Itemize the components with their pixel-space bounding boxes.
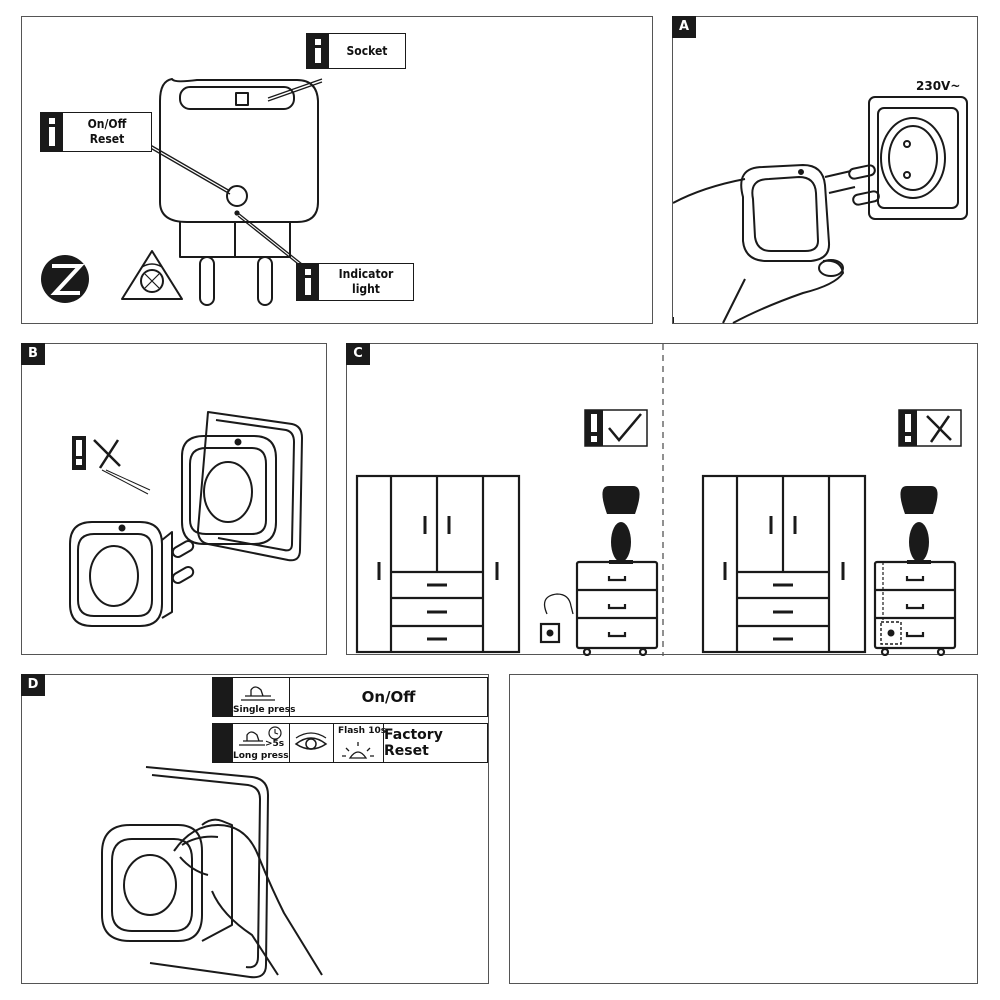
panel-d: D Single press On/Off >5s Long press Fla… bbox=[21, 674, 489, 984]
flash-cell: Flash 10s bbox=[333, 724, 387, 762]
press-button-icon bbox=[241, 686, 275, 701]
socket-label: Socket bbox=[346, 43, 388, 58]
panel-c: C bbox=[346, 343, 978, 656]
indicator-light-callout: Indicator light bbox=[296, 263, 414, 301]
info-icon bbox=[213, 678, 233, 716]
correct-check-icon bbox=[584, 409, 648, 447]
panel-c-tag: C bbox=[346, 343, 370, 365]
onoff-action: On/Off bbox=[289, 678, 487, 716]
eye-icon bbox=[294, 732, 328, 750]
rotary-warning-icon bbox=[121, 250, 183, 300]
voltage-label: 230V~ bbox=[916, 79, 961, 93]
panel-c-illustration bbox=[355, 344, 962, 656]
single-press-row: Single press On/Off bbox=[212, 677, 488, 717]
reset-label: Reset bbox=[89, 132, 125, 146]
panel-b-tag: B bbox=[21, 343, 45, 365]
panel-d-tag: D bbox=[21, 674, 45, 696]
panel-b-illustration bbox=[69, 411, 303, 627]
panel-empty bbox=[509, 674, 978, 984]
single-press-caption: Single press bbox=[233, 705, 296, 715]
socket-callout: Socket bbox=[306, 33, 406, 69]
flash-duration: Flash 10s bbox=[338, 726, 387, 736]
zwave-logo-icon bbox=[41, 255, 89, 303]
info-icon bbox=[41, 113, 63, 151]
eye-cell bbox=[289, 724, 333, 762]
onoff-label: On/Off bbox=[87, 117, 127, 131]
info-icon bbox=[307, 34, 329, 68]
long-press-duration: >5s bbox=[265, 739, 285, 749]
indicator-light-label: Indicator light bbox=[338, 267, 394, 296]
info-icon bbox=[297, 264, 319, 300]
onoff-reset-callout: On/Off Reset bbox=[40, 112, 152, 152]
long-press-row: >5s Long press Flash 10s Factory Reset bbox=[212, 723, 488, 763]
panel-b: B bbox=[21, 343, 327, 655]
panel-a: A 230V~ bbox=[672, 16, 978, 324]
panel-a-tag: A bbox=[672, 16, 696, 38]
wrong-cross-icon bbox=[898, 409, 962, 447]
flashing-light-icon bbox=[342, 742, 374, 759]
device-overview-illustration bbox=[41, 78, 323, 306]
long-press-button-icon bbox=[239, 726, 282, 746]
factory-reset-action: Factory Reset bbox=[383, 724, 487, 762]
info-icon bbox=[213, 724, 233, 762]
wrong-cross-icon bbox=[72, 436, 151, 495]
panel-d-illustration bbox=[101, 766, 323, 979]
panel-device-overview: Socket On/Off Reset Indicator light bbox=[21, 16, 653, 324]
panel-a-illustration bbox=[673, 96, 968, 324]
long-press-caption: Long press bbox=[233, 751, 289, 761]
